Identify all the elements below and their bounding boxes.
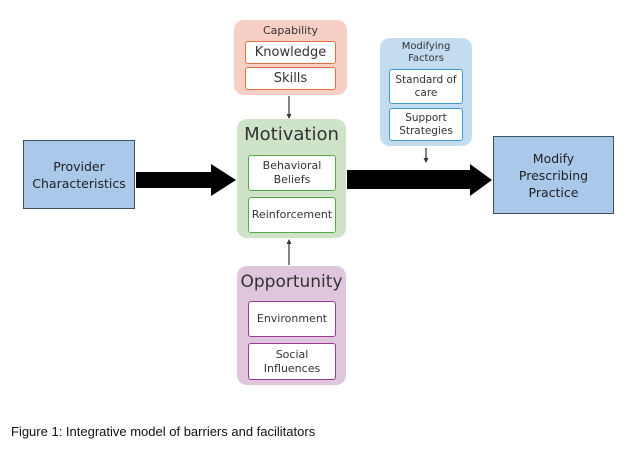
outcome-line3: Practice xyxy=(528,184,579,200)
modifying-factors-group: Modifying Factors Standard of care Suppo… xyxy=(380,38,472,146)
motivation-item-behavioral-beliefs: Behavioral Beliefs xyxy=(248,155,336,191)
item-line2: Strategies xyxy=(399,124,453,137)
modifying-factors-title-line1: Modifying xyxy=(401,41,451,52)
capability-group: Capability Knowledge Skills xyxy=(234,20,347,95)
modifying-factors-title: Modifying Factors xyxy=(380,41,472,65)
capability-title: Capability xyxy=(262,24,319,37)
modify-prescribing-practice-box: Modify Prescribing Practice xyxy=(493,136,614,214)
motivation-item-reinforcement: Reinforcement xyxy=(248,197,336,233)
item-line1: Standard of xyxy=(395,73,457,86)
provider-line1: Provider xyxy=(53,158,105,174)
arrowhead xyxy=(423,158,429,163)
opportunity-group: Opportunity Environment Social Influence… xyxy=(237,266,346,385)
figure-caption: Figure 1: Integrative model of barriers … xyxy=(11,424,316,439)
provider-characteristics-box: Provider Characteristics xyxy=(23,140,135,209)
opportunity-item-environment: Environment xyxy=(248,301,336,337)
opportunity-item-social-influences: Social Influences xyxy=(248,343,336,380)
item-line1: Support xyxy=(405,111,447,124)
item-line1: Behavioral xyxy=(262,159,322,172)
item-line2: Influences xyxy=(263,361,321,375)
provider-line2: Characteristics xyxy=(32,175,126,191)
motivation-title: Motivation xyxy=(244,124,339,145)
outcome-line1: Modify xyxy=(532,150,575,166)
outcome-line2: Prescribing xyxy=(518,167,589,183)
arrowhead xyxy=(286,239,292,244)
modifying-factors-title-line2: Factors xyxy=(408,53,444,64)
modifying-item-support-strategies: Support Strategies xyxy=(389,108,463,141)
capability-item-skills: Skills xyxy=(245,67,336,90)
item-line1: Social xyxy=(275,347,309,361)
arrowhead xyxy=(286,114,292,119)
item-line2: Beliefs xyxy=(273,173,311,186)
motivation-group: Motivation Behavioral Beliefs Reinforcem… xyxy=(237,119,346,238)
arrow-provider-to-motivation xyxy=(136,164,236,196)
opportunity-title: Opportunity xyxy=(240,272,343,292)
modifying-item-standard-of-care: Standard of care xyxy=(389,69,463,104)
arrow-motivation-to-outcome xyxy=(347,164,492,196)
item-line2: care xyxy=(414,86,438,99)
capability-item-knowledge: Knowledge xyxy=(245,41,336,64)
